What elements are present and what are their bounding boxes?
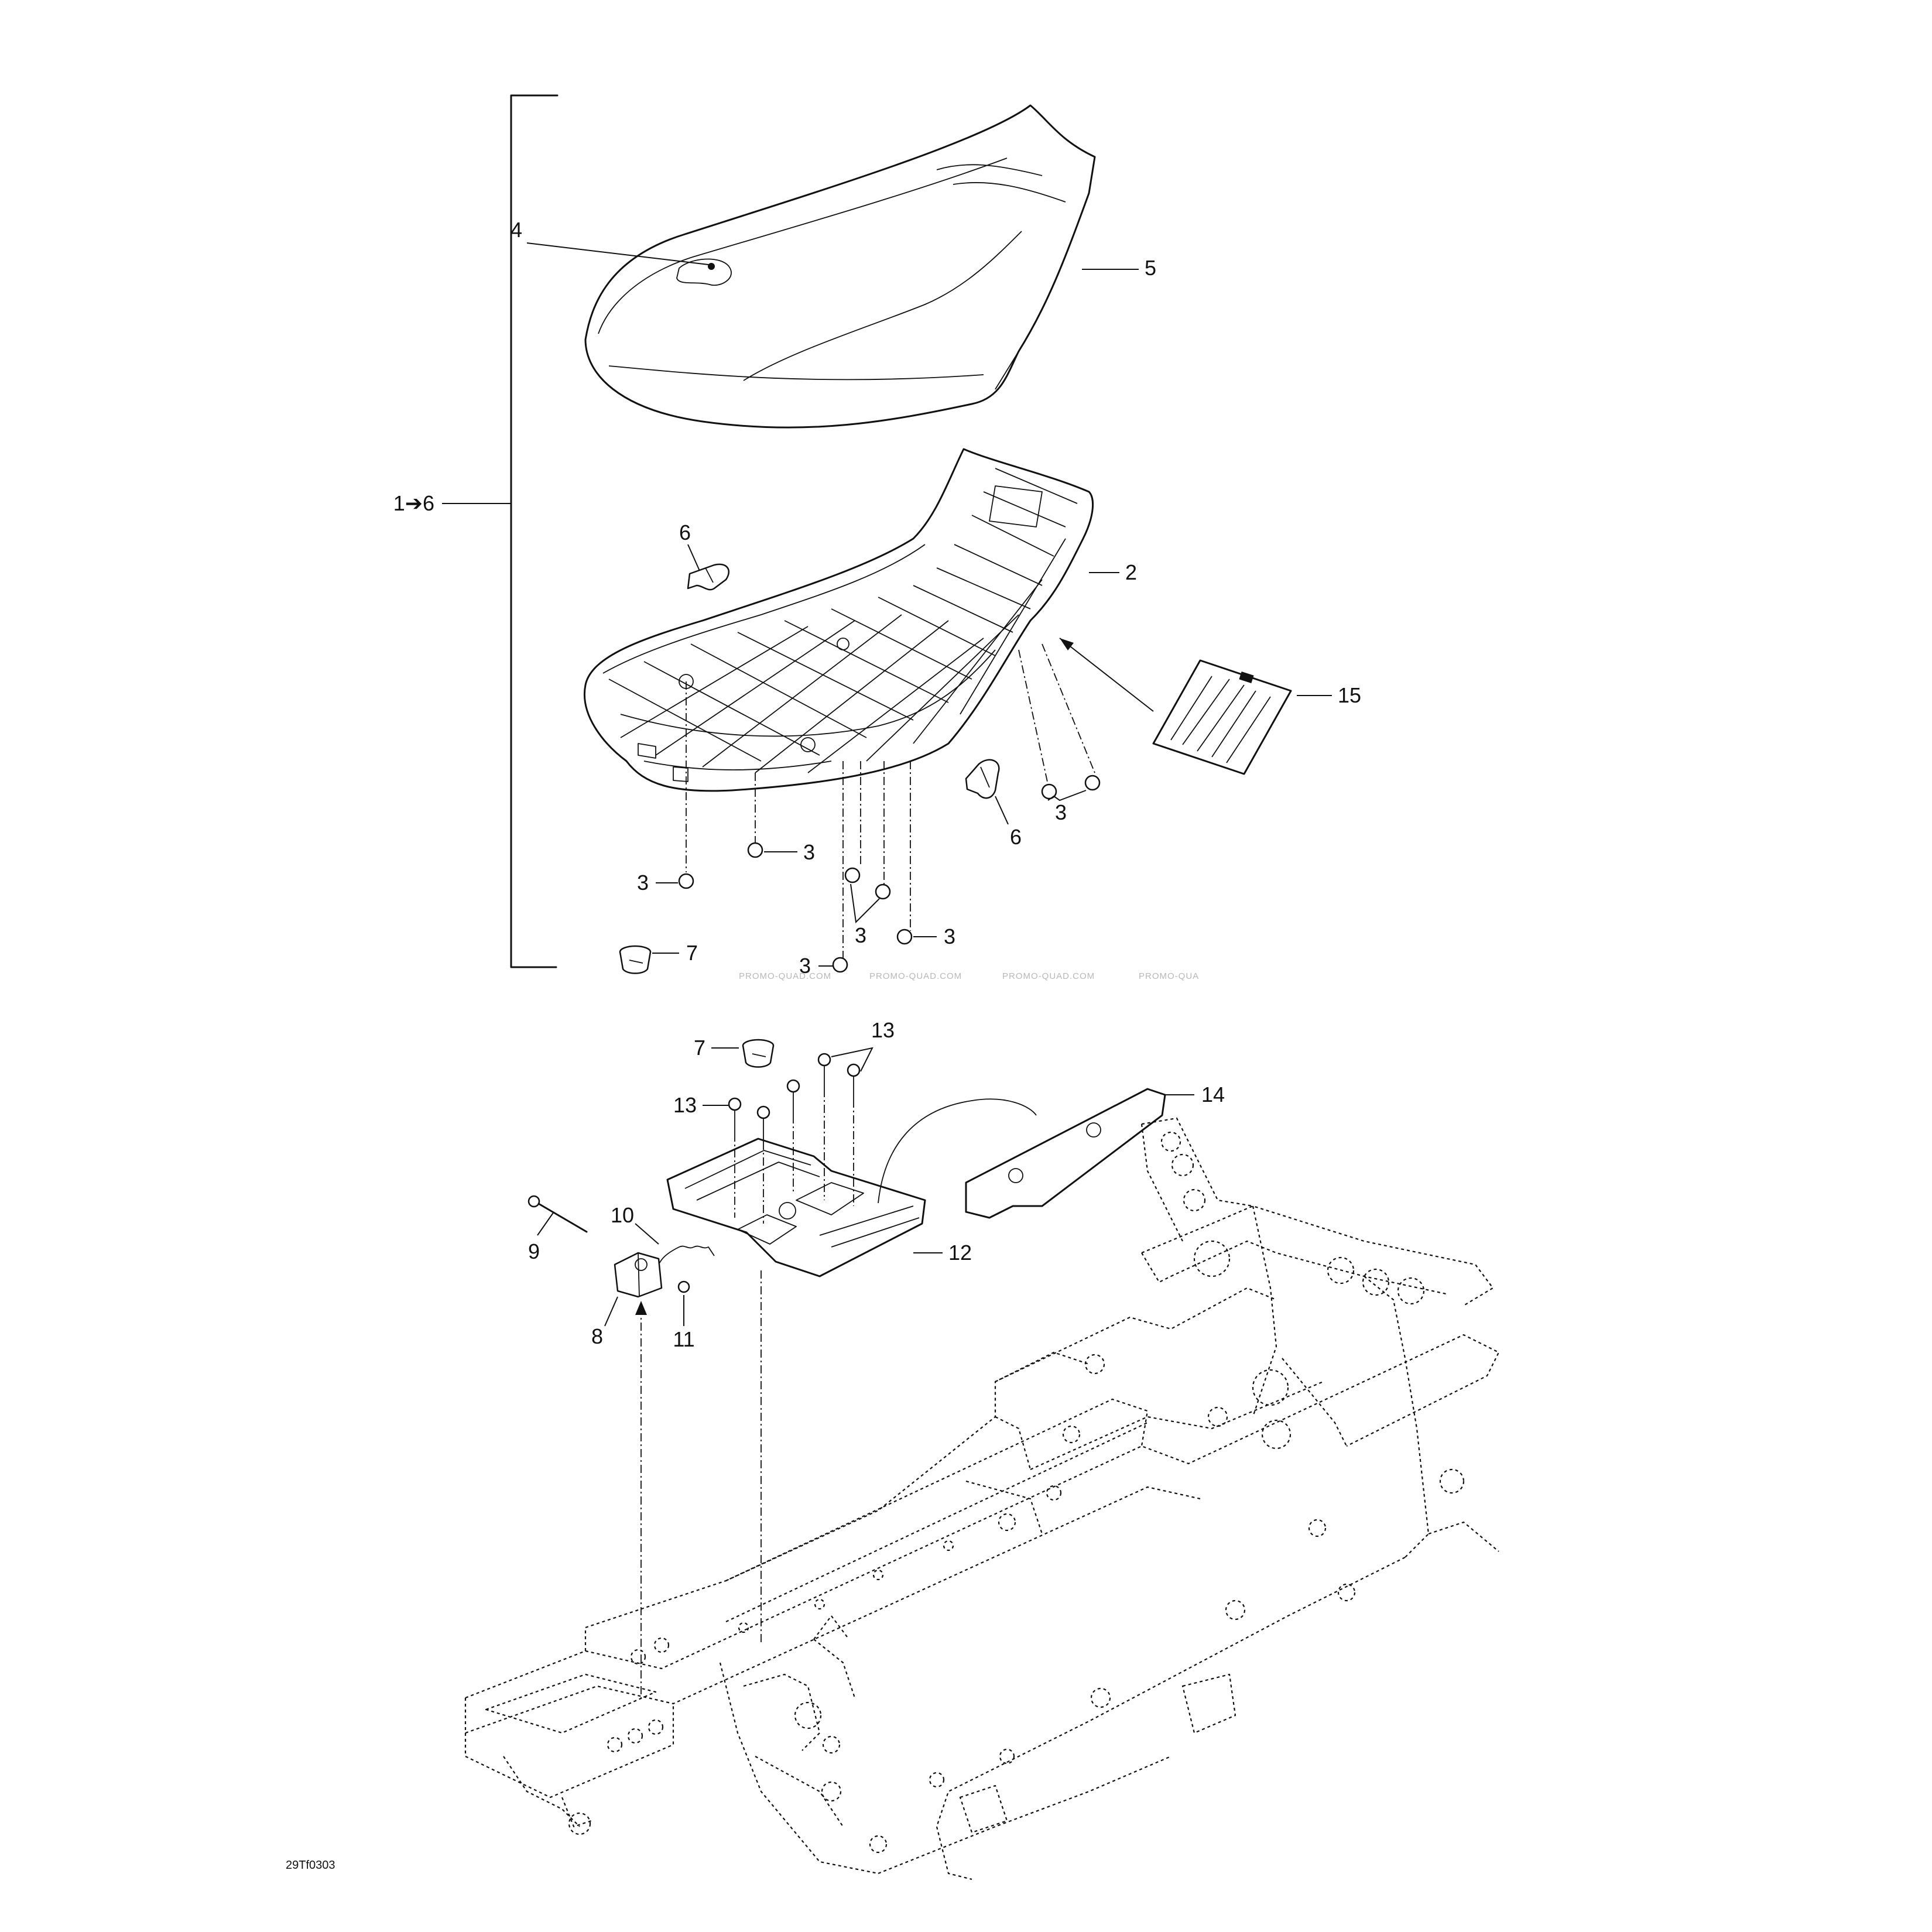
watermarks: PROMO-QUAD.COM PROMO-QUAD.COM PROMO-QUAD… bbox=[739, 971, 1199, 981]
callout-6-upper: 6 bbox=[679, 520, 691, 544]
seat-base bbox=[584, 448, 1094, 792]
callout-8: 8 bbox=[591, 1324, 603, 1348]
callout-3-left: 3 bbox=[637, 871, 649, 895]
callout-7-upper: 7 bbox=[686, 941, 698, 965]
bumper bbox=[711, 1039, 775, 1068]
grommet bbox=[1084, 775, 1101, 791]
grommet bbox=[832, 957, 848, 973]
watermark: PROMO-QUAD.COM bbox=[869, 971, 962, 981]
assembly-bracket bbox=[442, 94, 559, 968]
callout-10: 10 bbox=[611, 1203, 634, 1227]
mounting-plate bbox=[666, 1138, 943, 1277]
bolt-group bbox=[703, 1047, 873, 1224]
grommet bbox=[875, 883, 891, 900]
callout-9: 9 bbox=[528, 1239, 540, 1263]
seat-cover bbox=[584, 104, 1096, 429]
callout-13-left: 13 bbox=[673, 1093, 697, 1117]
grommet bbox=[1041, 783, 1057, 800]
callout-13-upper: 13 bbox=[871, 1018, 895, 1042]
watermark: PROMO-QUA bbox=[1139, 971, 1199, 981]
callout-labels: 1➔6 4 5 6 2 15 3 6 3 3 3 3 3 7 7 13 13 1… bbox=[393, 218, 1361, 1351]
callout-1-6: 1➔6 bbox=[393, 491, 434, 515]
heat-shield bbox=[878, 1088, 1194, 1219]
callout-2: 2 bbox=[1125, 560, 1137, 584]
latch-bolt bbox=[527, 1195, 588, 1236]
grommet-group bbox=[656, 643, 1101, 973]
callout-5: 5 bbox=[1145, 256, 1156, 280]
latch bbox=[604, 1252, 663, 1327]
vehicle-frame bbox=[464, 1117, 1500, 1880]
grommet bbox=[896, 929, 913, 945]
callout-4: 4 bbox=[511, 218, 522, 242]
grommet bbox=[747, 842, 763, 858]
callout-11: 11 bbox=[673, 1327, 694, 1351]
seat-clip bbox=[687, 563, 729, 591]
watermark: PROMO-QUAD.COM bbox=[739, 971, 831, 981]
callout-3-center-right: 3 bbox=[944, 924, 955, 948]
seat-label bbox=[1059, 638, 1292, 775]
callout-6-lower: 6 bbox=[1010, 825, 1022, 849]
callout-14: 14 bbox=[1201, 1083, 1225, 1107]
drawing-code: 29Tf0303 bbox=[286, 1859, 335, 1872]
grommet bbox=[678, 873, 694, 889]
mounting-axis bbox=[635, 1270, 762, 1698]
callout-3-right: 3 bbox=[1055, 800, 1067, 824]
callout-7-lower: 7 bbox=[694, 1036, 705, 1060]
grommet bbox=[844, 867, 861, 883]
seat-clip bbox=[965, 759, 1000, 799]
bumper bbox=[619, 945, 679, 974]
callout-15: 15 bbox=[1338, 683, 1361, 707]
callout-3-mid-left: 3 bbox=[803, 840, 815, 864]
latch-spring bbox=[635, 1223, 715, 1274]
latch-nut bbox=[677, 1280, 690, 1326]
seat-logo bbox=[676, 258, 732, 286]
callout-3-bottom: 3 bbox=[799, 954, 811, 978]
callout-3-center: 3 bbox=[855, 923, 866, 947]
callout-12: 12 bbox=[948, 1241, 972, 1265]
watermark: PROMO-QUAD.COM bbox=[1002, 971, 1095, 981]
